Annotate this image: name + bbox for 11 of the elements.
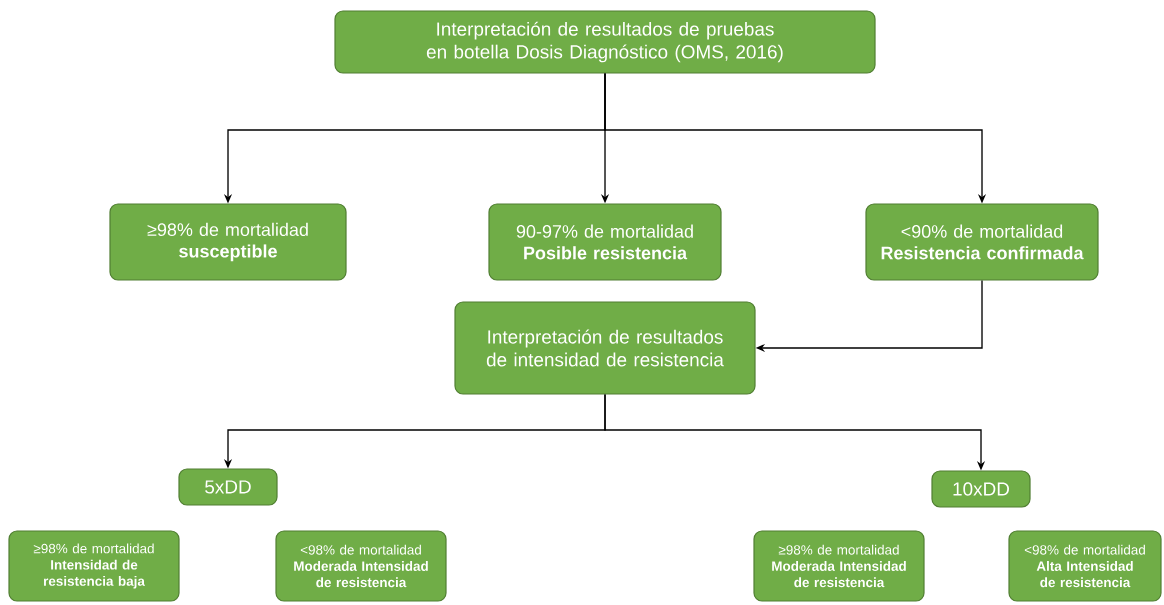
process-box: <98% de mortalidad Moderada Intensidad de resistencia <box>275 530 447 602</box>
process-box: <98% de mortalidad Alta Intensidad de resistencia <box>1008 530 1162 602</box>
process-box: 5xDD <box>178 468 278 506</box>
process-box: ≥98% de mortalidad susceptible <box>109 203 347 281</box>
process-box: Interpretación de resultados de pruebas en botella Dosis Diagnóstico (OMS, 2016) <box>334 10 876 74</box>
process-box: 10xDD <box>931 470 1031 508</box>
process-box: <90% de mortalidad Resistencia confirmada <box>865 203 1099 281</box>
process-box: ≥98% de mortalidad Moderada Intensidad de resistencia <box>753 530 925 602</box>
process-box: ≥98% de mortalidad Intensidad de resistencia baja <box>8 530 180 602</box>
process-box: Interpretación de resultados de intensidad de resistencia <box>454 301 756 395</box>
process-box: 90-97% de mortalidad Posible resistencia <box>488 203 722 281</box>
